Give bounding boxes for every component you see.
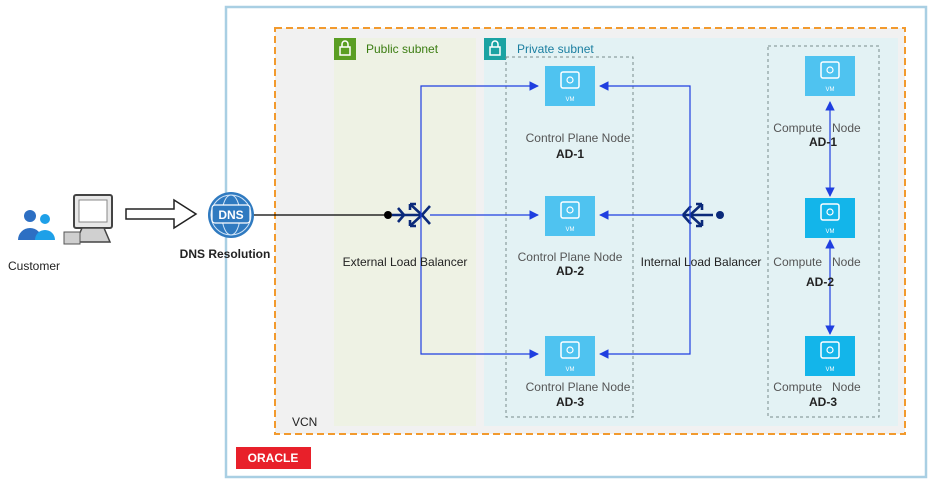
customer-users-icon — [18, 210, 55, 240]
svg-text:VM: VM — [566, 97, 575, 103]
oracle-logo: ORACLE — [236, 447, 311, 469]
compute2-name: Compute Node — [773, 255, 861, 269]
compute1-ad: AD-1 — [808, 135, 838, 149]
oracle-logo-text: ORACLE — [248, 451, 299, 465]
elb-connections — [420, 81, 539, 359]
public-subnet-area — [334, 38, 476, 426]
vcn-label: VCN — [292, 415, 318, 429]
cp3-name: Control Plane Node — [525, 380, 631, 394]
svg-text:VM: VM — [826, 229, 835, 235]
customer-label: Customer — [8, 259, 61, 273]
external-load-balancer-icon — [392, 202, 431, 228]
svg-text:VM: VM — [826, 367, 835, 373]
elb-input-dot — [384, 211, 392, 219]
vm-icon-compute2: VM — [805, 198, 855, 238]
svg-text:VM: VM — [826, 87, 835, 93]
cp2-ad: AD-2 — [555, 264, 585, 278]
cp3-ad: AD-3 — [555, 395, 585, 409]
compute-group — [767, 45, 880, 418]
control-plane-group — [505, 56, 634, 418]
svg-text:VM: VM — [566, 367, 575, 373]
private-subnet-label: Private subnet — [517, 42, 594, 56]
compute2-ad: AD-2 — [805, 275, 835, 289]
public-subnet-lock-icon — [334, 38, 356, 60]
customer-to-dns-arrow — [125, 198, 198, 230]
dns-resolution-label: DNS Resolution — [179, 247, 271, 261]
external-lb-label: External Load Balancer — [342, 255, 468, 269]
dns-icon-text: DNS — [218, 208, 243, 222]
svg-text:VM: VM — [566, 227, 575, 233]
compute3-name: Compute Node — [773, 380, 861, 394]
public-subnet-label: Public subnet — [366, 42, 439, 56]
compute1-name: Compute Node — [773, 121, 861, 135]
cp1-name: Control Plane Node — [525, 131, 631, 145]
vm-icon-compute3: VM — [805, 336, 855, 376]
internal-lb-label: Internal Load Balancer — [640, 255, 762, 269]
ilb-connections — [599, 81, 691, 359]
vm-icon-compute1: VM — [805, 56, 855, 96]
cp1-ad: AD-1 — [555, 147, 585, 161]
vm-icon-cp2: VM — [545, 196, 595, 236]
vcn-border — [274, 27, 906, 435]
cp2-name: Control Plane Node — [517, 250, 623, 264]
vm-icon-cp1: VM — [545, 66, 595, 106]
dns-globe-icon: DNS — [208, 192, 254, 238]
computer-icon — [63, 194, 113, 245]
private-subnet-lock-icon — [484, 38, 506, 60]
ilb-output-dot — [716, 211, 724, 219]
compute3-ad: AD-3 — [808, 395, 838, 409]
vm-icon-cp3: VM — [545, 336, 595, 376]
